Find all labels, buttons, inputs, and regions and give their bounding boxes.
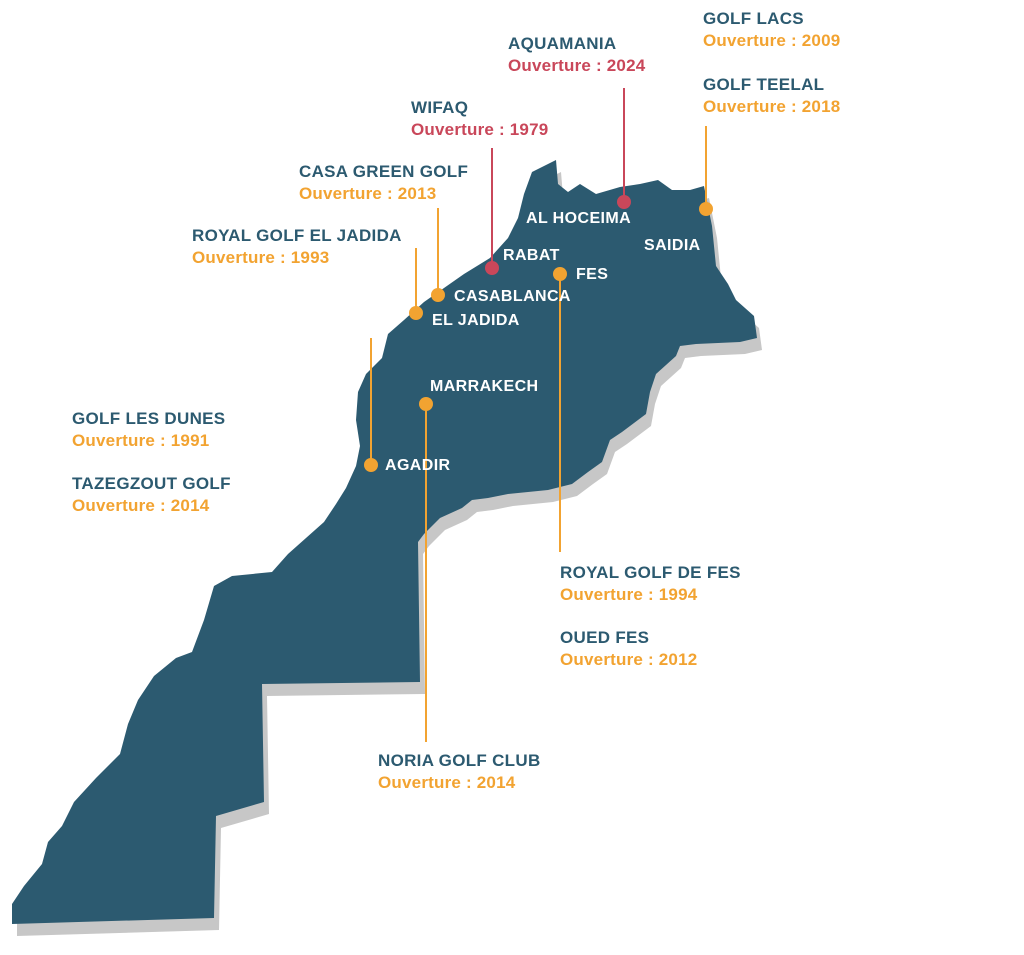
marker-marrakech[interactable] xyxy=(419,397,433,411)
marker-al-hoceima[interactable] xyxy=(617,195,631,209)
golf-opening: Ouverture : 2013 xyxy=(299,184,437,203)
label-casa-green-golf: CASA GREEN GOLF Ouverture : 2013 xyxy=(299,161,468,205)
golf-opening: Ouverture : 1991 xyxy=(72,431,210,450)
city-label-marrakech: MARRAKECH xyxy=(430,378,539,395)
golf-name: NORIA GOLF CLUB xyxy=(378,751,541,770)
city-label-casablanca: CASABLANCA xyxy=(454,288,571,305)
marker-saidia[interactable] xyxy=(699,202,713,216)
label-wifaq: WIFAQ Ouverture : 1979 xyxy=(411,97,548,141)
golf-name: ROYAL GOLF EL JADIDA xyxy=(192,226,402,245)
golf-name: TAZEGZOUT GOLF xyxy=(72,474,231,493)
city-label-agadir: AGADIR xyxy=(385,457,451,474)
label-golf-les-dunes: GOLF LES DUNES Ouverture : 1991 xyxy=(72,408,225,452)
label-oued-fes: OUED FES Ouverture : 2012 xyxy=(560,627,697,671)
golf-name: GOLF LES DUNES xyxy=(72,409,226,428)
label-golf-teelal: GOLF TEELAL Ouverture : 2018 xyxy=(703,74,840,118)
golf-opening: Ouverture : 2014 xyxy=(378,773,516,792)
golf-opening: Ouverture : 2024 xyxy=(508,56,646,75)
golf-name: WIFAQ xyxy=(411,98,469,117)
morocco-land xyxy=(12,160,757,924)
golf-opening: Ouverture : 1979 xyxy=(411,120,549,139)
golf-name: CASA GREEN GOLF xyxy=(299,162,469,181)
label-noria-golf-club: NORIA GOLF CLUB Ouverture : 2014 xyxy=(378,750,541,794)
city-label-saidia: SAIDIA xyxy=(644,237,701,254)
label-royal-golf-el-jadida: ROYAL GOLF EL JADIDA Ouverture : 1993 xyxy=(192,225,402,269)
city-label-al-hoceima: AL HOCEIMA xyxy=(526,210,632,227)
golf-name: OUED FES xyxy=(560,628,650,647)
marker-casablanca[interactable] xyxy=(431,288,445,302)
city-label-rabat: RABAT xyxy=(503,247,560,264)
marker-rabat[interactable] xyxy=(485,261,499,275)
golf-name: GOLF LACS xyxy=(703,9,804,28)
marker-agadir[interactable] xyxy=(364,458,378,472)
marker-fes[interactable] xyxy=(553,267,567,281)
golf-opening: Ouverture : 2018 xyxy=(703,97,841,116)
golf-name: GOLF TEELAL xyxy=(703,75,825,94)
golf-name: AQUAMANIA xyxy=(508,34,617,53)
city-label-fes: FES xyxy=(576,266,609,283)
label-aquamania: AQUAMANIA Ouverture : 2024 xyxy=(508,33,645,77)
golf-opening: Ouverture : 2012 xyxy=(560,650,698,669)
golf-opening: Ouverture : 2009 xyxy=(703,31,841,50)
marker-el-jadida[interactable] xyxy=(409,306,423,320)
golf-opening: Ouverture : 2014 xyxy=(72,496,210,515)
label-royal-golf-de-fes: ROYAL GOLF DE FES Ouverture : 1994 xyxy=(560,562,741,606)
golf-opening: Ouverture : 1993 xyxy=(192,248,330,267)
golf-opening: Ouverture : 1994 xyxy=(560,585,698,604)
city-label-el-jadida: EL JADIDA xyxy=(432,312,520,329)
label-tazegzout-golf: TAZEGZOUT GOLF Ouverture : 2014 xyxy=(72,473,231,517)
golf-name: ROYAL GOLF DE FES xyxy=(560,563,741,582)
label-golf-lacs: GOLF LACS Ouverture : 2009 xyxy=(703,8,840,52)
